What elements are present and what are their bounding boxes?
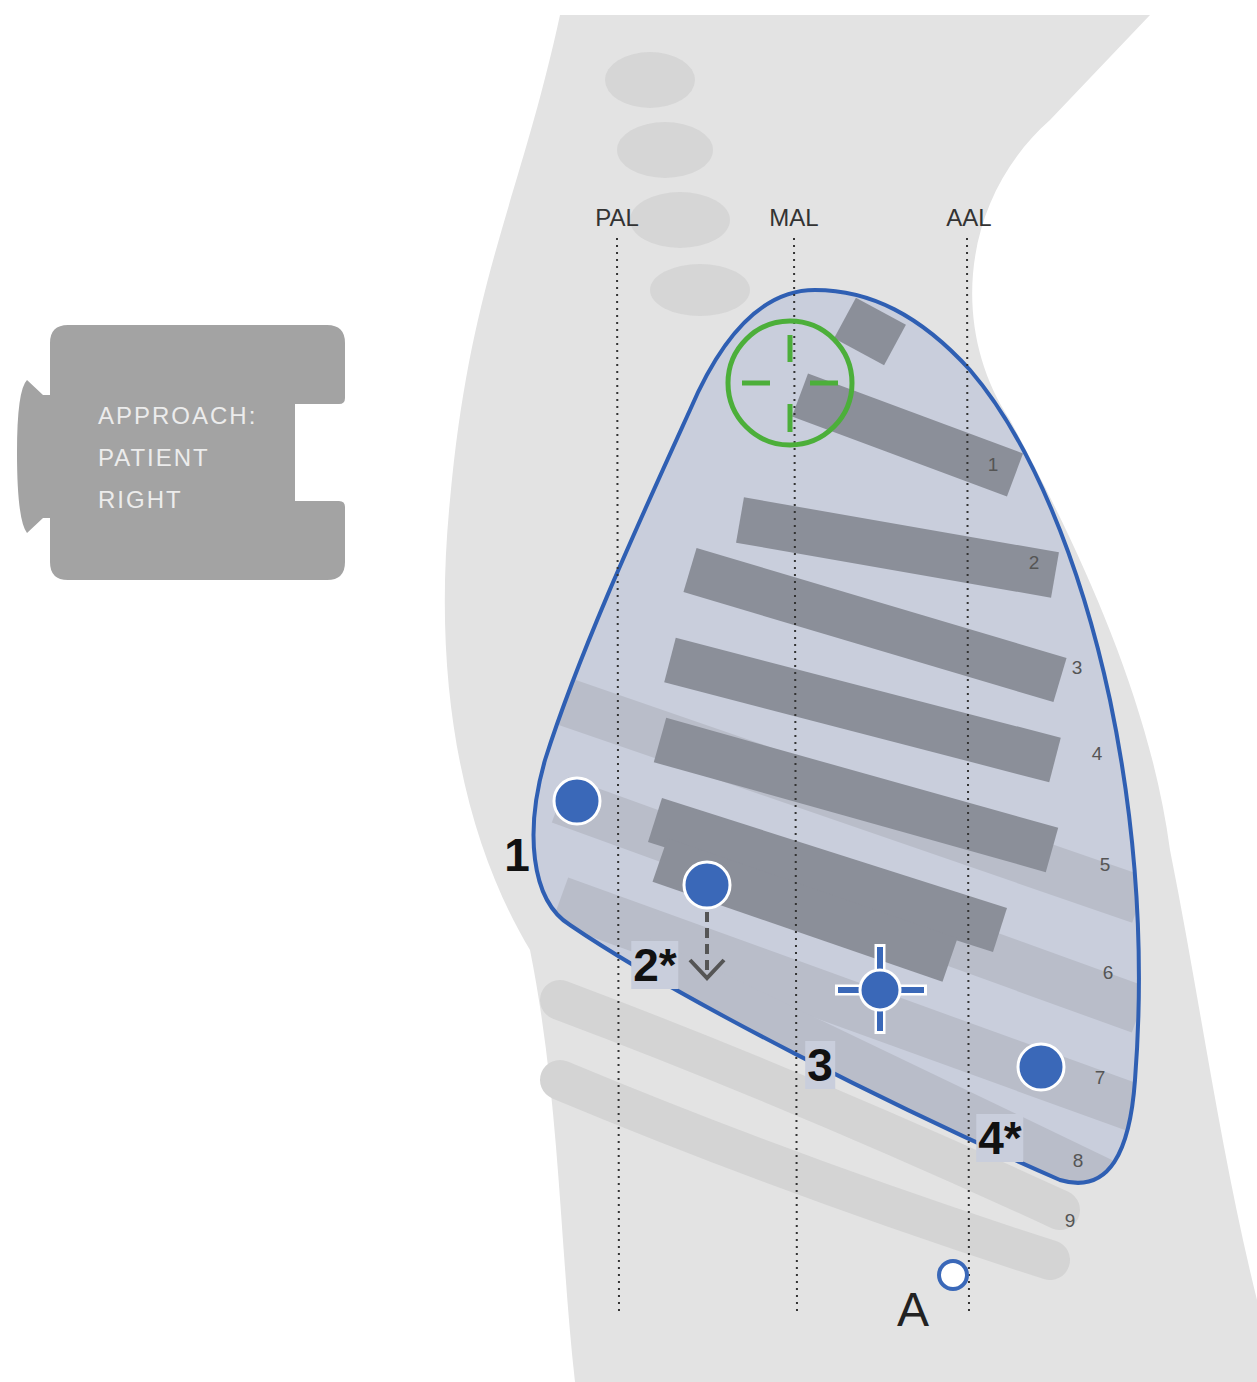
rib-number: 4	[1090, 743, 1105, 764]
rib-number: 1	[986, 454, 1001, 475]
crosshair-point	[835, 944, 927, 1034]
rib-number: 6	[1101, 962, 1116, 983]
line-name: AAL	[944, 205, 993, 231]
lung-outline	[534, 290, 1139, 1183]
approach-text: APPROACH: PATIENT RIGHT	[98, 395, 288, 521]
rib-number: 2	[1027, 552, 1042, 573]
callout-letter: A	[895, 1285, 931, 1335]
rib-number: 7	[1093, 1067, 1108, 1088]
callout-number: 3	[805, 1041, 835, 1089]
rib-number: 5	[1098, 854, 1113, 875]
probe-points	[554, 778, 1064, 1090]
callout-number: 4*	[976, 1114, 1023, 1162]
line-name: PAL	[593, 205, 641, 231]
rib-number: 8	[1071, 1150, 1086, 1171]
callout-number: 1	[502, 831, 532, 879]
camera-icon: APPROACH: PATIENT RIGHT	[15, 325, 345, 580]
body-silhouette	[445, 15, 1257, 1382]
dashed-arrow	[690, 912, 724, 978]
rib-number: 3	[1070, 657, 1085, 678]
target-marker	[728, 321, 852, 445]
callout-number: 2*	[631, 941, 678, 989]
ribs	[560, 318, 1140, 1200]
camera-outline	[17, 325, 345, 580]
line-name: MAL	[767, 205, 820, 231]
spine	[605, 52, 750, 316]
rib-number: 9	[1063, 1210, 1078, 1231]
axillary-lines	[617, 238, 969, 1312]
open-point	[939, 1261, 967, 1289]
